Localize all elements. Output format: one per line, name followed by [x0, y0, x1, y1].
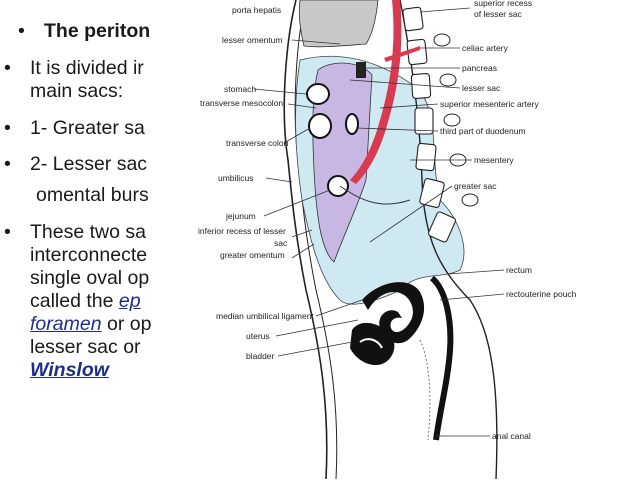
anterior-wall-inner — [294, 0, 338, 480]
celiac-artery — [384, 46, 420, 62]
bullet-two-sacs-l2: interconnecte — [30, 244, 148, 266]
label-superior-recess: superior recess — [474, 0, 532, 8]
label-superior-recess-2: of lesser sac — [474, 9, 522, 19]
label-stomach: stomach — [224, 84, 256, 94]
label-superior-mesenteric: superior mesenteric artery — [440, 99, 539, 109]
bullet-two-sacs-l6: lesser sac or — [30, 336, 141, 358]
foramen-text: foramen — [30, 313, 102, 335]
label-transverse-colon: transverse colon — [226, 138, 289, 148]
bullet-omental-bursa: omental burs — [36, 184, 149, 206]
liver-region — [298, 0, 379, 48]
vertebral-column — [402, 6, 457, 243]
bullet-two-sacs-l4: called the ep — [30, 290, 141, 312]
label-rectum: rectum — [506, 265, 532, 275]
label-anal-canal: anal canal — [492, 431, 531, 441]
uterus-organ — [362, 282, 425, 344]
epiploic-link-text: ep — [118, 290, 141, 312]
rectouterine-lines — [419, 339, 431, 441]
label-rectouterine: rectouterine pouch — [506, 289, 577, 299]
bullet-two-sacs-l5: foramen or op — [30, 313, 151, 335]
stomach-organ — [306, 83, 330, 105]
label-third-duodenum: third part of duodenum — [440, 126, 526, 136]
label-median-umbilical: median umbilical ligament — [216, 311, 314, 321]
label-uterus: uterus — [246, 331, 270, 341]
mesentery-line — [339, 185, 411, 205]
anterior-wall-outline — [283, 0, 328, 480]
bullet-marker: • — [18, 20, 25, 42]
label-greater-sac: greater sac — [454, 181, 497, 191]
pancreas-organ — [356, 62, 366, 78]
label-greater-omentum: greater omentum — [220, 250, 285, 260]
transverse-colon-organ — [308, 113, 332, 139]
bullet-lesser-sac: 2- Lesser sac — [30, 153, 148, 175]
label-pancreas: pancreas — [462, 63, 497, 73]
label-mesentery: mesentery — [474, 155, 514, 165]
bullet-divided: It is divided ir — [30, 57, 144, 79]
peritoneum-diagram: porta hepatis lesser omentum stomach tra… — [175, 0, 638, 480]
label-porta-hepatis: porta hepatis — [232, 5, 281, 15]
leader-lines-right — [349, 7, 505, 437]
bullet-marker: • — [4, 57, 11, 79]
jejunum-organ — [327, 175, 349, 197]
bullet-marker: • — [4, 117, 11, 139]
bullet-greater-sac: 1- Greater sa — [30, 117, 145, 139]
bullet-two-sacs-l3: single oval op — [30, 267, 150, 289]
bullet-marker: • — [4, 221, 11, 243]
bladder-lumen — [359, 338, 383, 349]
bullet-divided-cont: main sacs: — [30, 80, 124, 102]
label-inferior-recess-sac: sac — [274, 238, 288, 248]
aorta — [350, 0, 402, 184]
winslow-text: Winslow — [30, 359, 109, 381]
label-lesser-sac: lesser sac — [462, 83, 501, 93]
rectum-organ — [429, 275, 454, 441]
label-lesser-omentum: lesser omentum — [222, 35, 282, 45]
label-jejunum: jejunum — [225, 211, 256, 221]
bladder-organ — [350, 322, 395, 366]
label-inferior-recess: inferior recess of lesser — [198, 226, 286, 236]
label-transverse-mesocolon: transverse mesocolon — [200, 98, 283, 108]
bullet-two-sacs-l7: Winslow — [30, 359, 109, 381]
leader-lines-left — [253, 39, 363, 357]
label-bladder: bladder — [246, 351, 275, 361]
or-op-text: or op — [106, 313, 152, 335]
duodenum-organ — [345, 113, 359, 135]
called-text: called the — [30, 290, 114, 312]
bullet-two-sacs: These two sa — [30, 221, 146, 243]
bullet-heading: The periton — [44, 20, 151, 42]
label-celiac-artery: celiac artery — [462, 43, 509, 53]
bullet-marker: • — [4, 153, 11, 175]
sagittal-section-svg: porta hepatis lesser omentum stomach tra… — [198, 0, 577, 480]
label-umbilicus: umbilicus — [218, 173, 253, 183]
